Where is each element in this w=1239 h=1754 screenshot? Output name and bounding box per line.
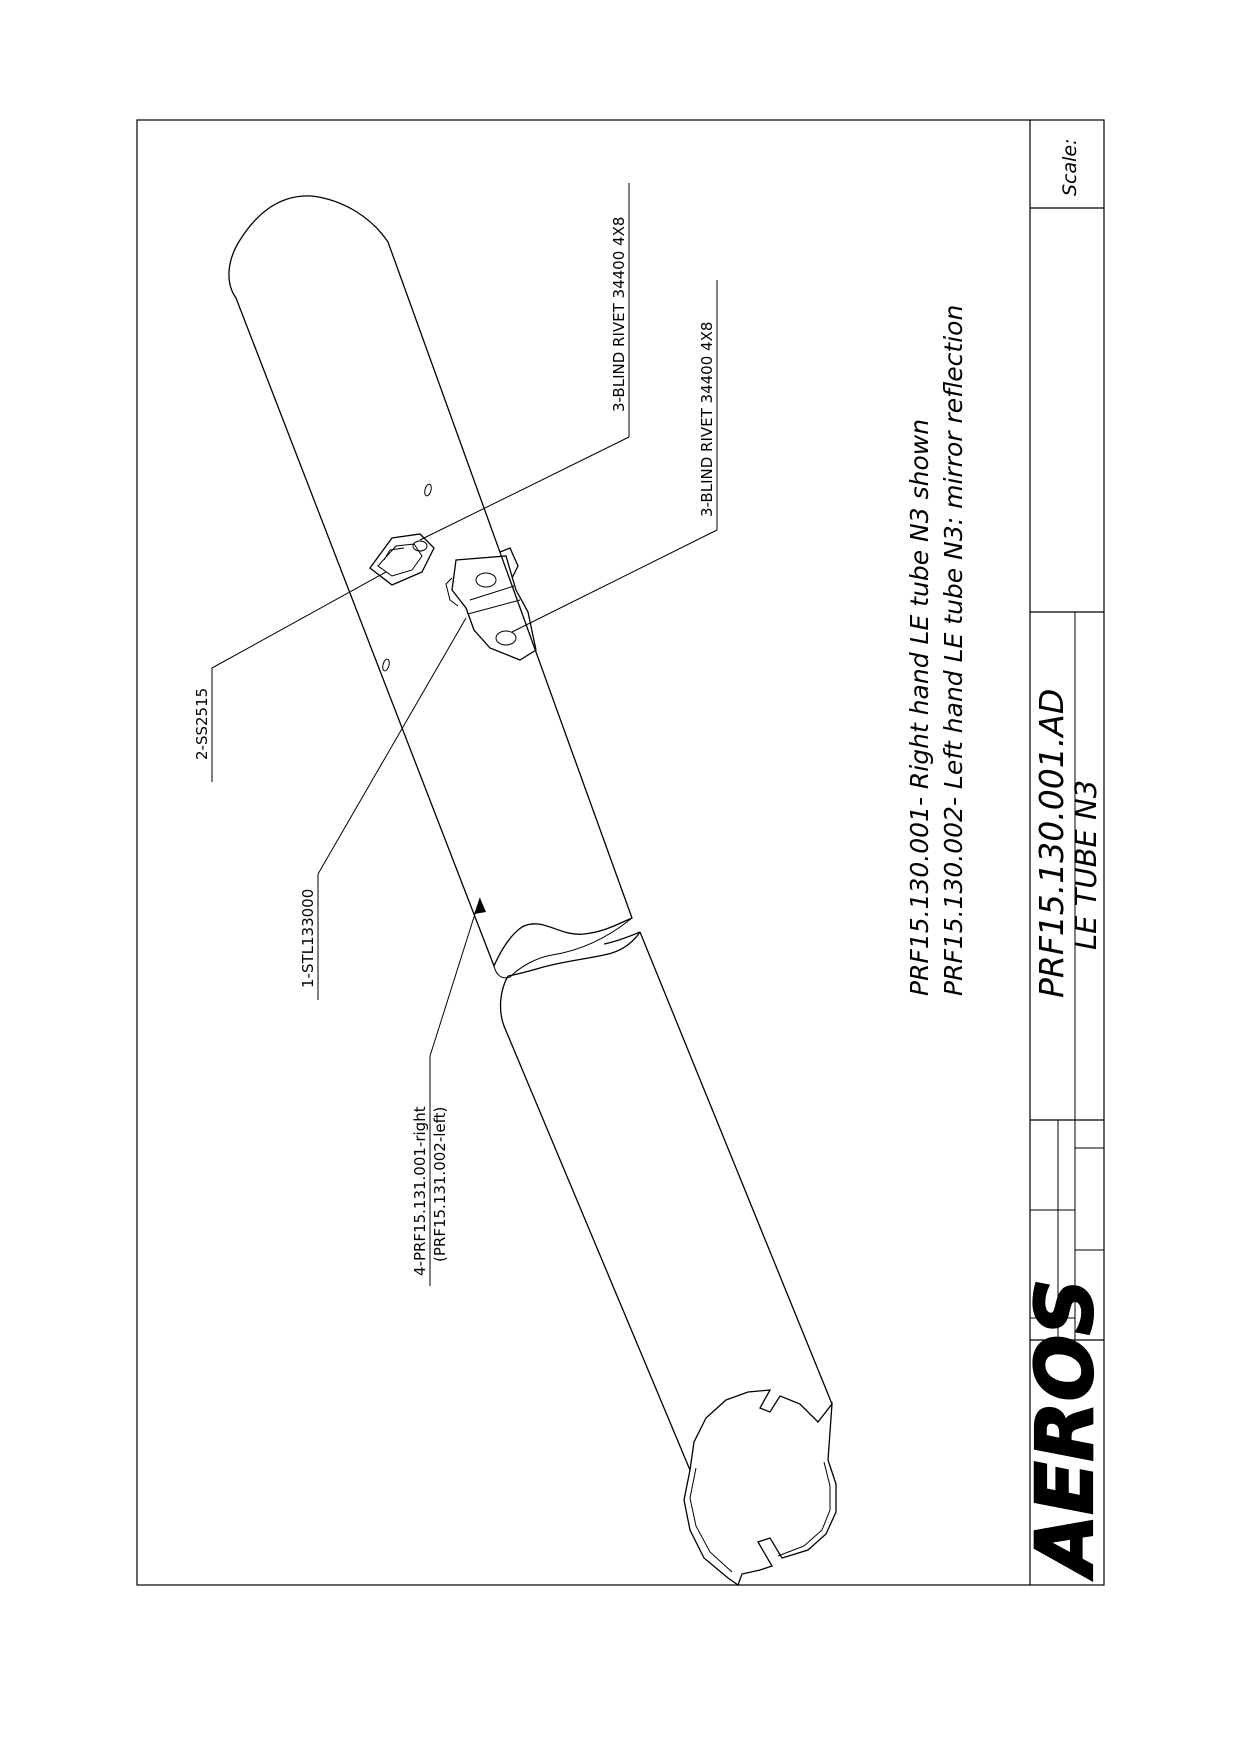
title-block: Scale: PRF15.130.001.AD LE TUBE N3 AEROS bbox=[1020, 120, 1112, 1585]
tube-end-section bbox=[683, 1389, 837, 1587]
note-left-hand: PRF15.130.002- Left hand LE tube N3: mir… bbox=[939, 305, 968, 996]
callout-prf-right: 4-PRF15.131.001-right bbox=[411, 1106, 429, 1276]
drawing-number: PRF15.130.001.AD bbox=[1032, 689, 1071, 998]
ss2515-fitting bbox=[369, 533, 435, 586]
le-tube-drawing bbox=[228, 195, 837, 1587]
rivet-hole bbox=[382, 658, 390, 672]
callout-prf-left: (PRF15.131.002-left) bbox=[431, 1107, 449, 1262]
stl133000-bracket bbox=[445, 547, 537, 661]
leader-lines bbox=[211, 183, 718, 1286]
tube-lower-section bbox=[499, 931, 833, 1471]
note-right-hand: PRF15.130.001- Right hand LE tube N3 sho… bbox=[905, 419, 934, 996]
callout-blind-rivet-lower: 3-BLIND RIVET 34400 4X8 bbox=[698, 322, 716, 517]
tube-upper-section bbox=[228, 195, 633, 968]
drawing-frame bbox=[136, 119, 1105, 1586]
callout-stl133000: 1-STL133000 bbox=[299, 889, 317, 988]
callout-blind-rivet-upper: 3-BLIND RIVET 34400 4X8 bbox=[610, 217, 628, 412]
rivet-hole bbox=[424, 483, 432, 497]
drawing-title: LE TUBE N3 bbox=[1069, 780, 1103, 950]
scale-label: Scale: bbox=[1059, 138, 1081, 196]
aeros-logo: AEROS bbox=[1021, 1279, 1111, 1581]
callout-ss2515: 2-SS2515 bbox=[193, 688, 211, 760]
